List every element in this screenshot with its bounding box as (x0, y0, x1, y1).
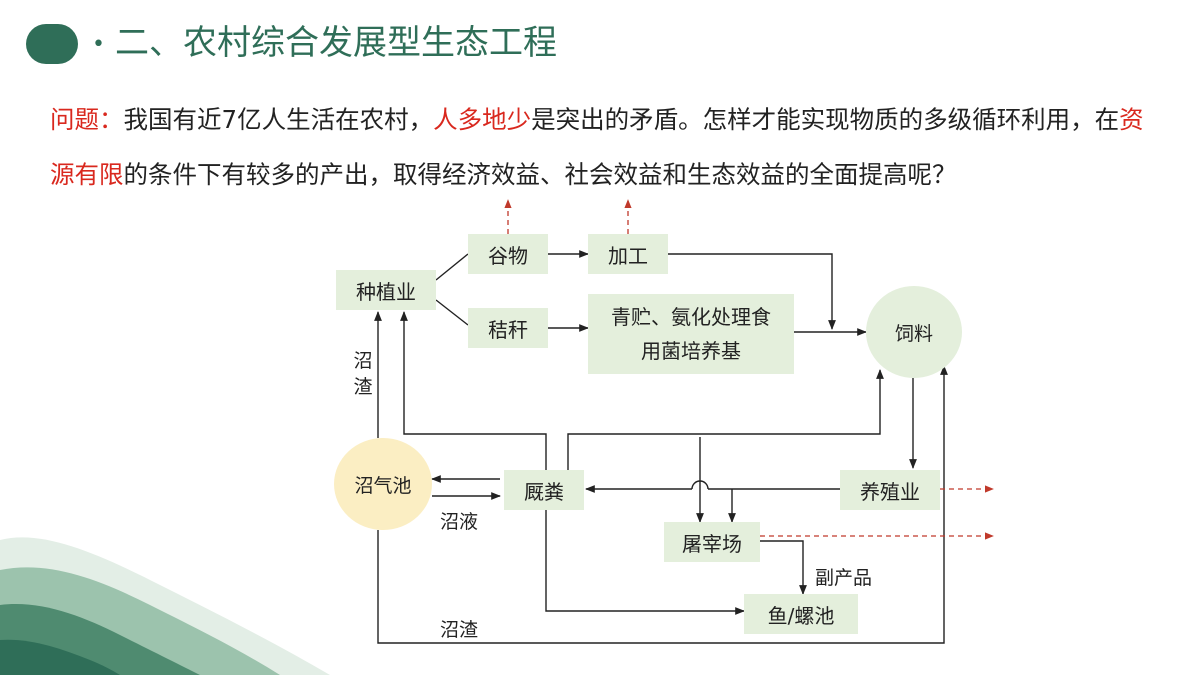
title-decoration-pill (26, 24, 78, 64)
page-title: • 二、农村综合发展型生态工程 (92, 18, 557, 70)
node-fish-pond: 鱼/螺池 (744, 594, 858, 634)
problem-paragraph: 问题：我国有近7亿人生活在农村，人多地少是突出的矛盾。怎样才能实现物质的多级循环… (50, 92, 1160, 202)
problem-label: 问题： (50, 105, 124, 134)
paragraph-text-2: 是突出的矛盾。怎样才能实现物质的多级循环利用，在 (531, 105, 1120, 134)
node-manure: 厩粪 (504, 470, 584, 510)
label-biogas-liquid: 沼液 (440, 511, 479, 533)
label-biogas-residue-vertical: 沼渣 (353, 350, 373, 398)
label-biogas-residue-bottom: 沼渣 (440, 619, 479, 641)
title-text: 二、农村综合发展型生态工程 (114, 23, 557, 63)
highlight-limited-resources: 资源有限 (50, 105, 1144, 189)
node-grain: 谷物 (468, 234, 548, 274)
title-bullet: • (92, 31, 105, 57)
node-feed: 饲料 (866, 286, 962, 378)
paragraph-text-1: 我国有近7亿人生活在农村， (123, 105, 434, 134)
node-slaughterhouse: 屠宰场 (664, 522, 760, 562)
decorative-wave-image (0, 537, 330, 675)
highlight-land-shortage: 人多地少 (433, 105, 532, 134)
node-livestock: 养殖业 (840, 470, 940, 510)
label-byproduct: 副产品 (815, 567, 873, 589)
node-processing: 加工 (588, 234, 668, 274)
node-planting: 种植业 (336, 270, 436, 310)
paragraph-text-3: 的条件下有较多的产出，取得经济效益、社会效益和生态效益的全面提高呢？ (123, 160, 957, 189)
node-silage: 青贮、氨化处理食用菌培养基 (588, 294, 794, 374)
node-biogas-pit: 沼气池 (334, 438, 432, 530)
node-straw: 秸秆 (468, 308, 548, 348)
